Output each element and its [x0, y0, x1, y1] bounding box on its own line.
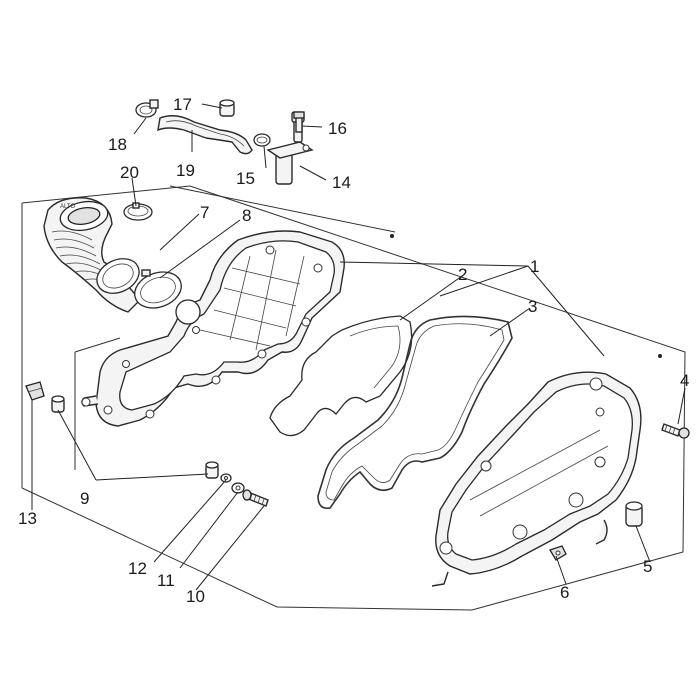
clamp-18: [135, 99, 159, 118]
cap-17: [219, 99, 235, 117]
hose-clamp-20: [123, 202, 153, 221]
grommet-9-lower: [205, 461, 219, 479]
screw-6: [549, 545, 567, 561]
intake-duct: ALTO: [43, 197, 141, 313]
label-12: 12: [128, 559, 147, 578]
assembly-frame: [21, 185, 686, 611]
label-6: 6: [560, 583, 569, 602]
clamp-15: [253, 133, 271, 147]
filter-cover: [431, 371, 642, 587]
hose-19: [157, 115, 253, 155]
filter-element-2: [269, 315, 413, 437]
label-20: 20: [120, 163, 139, 182]
leader-lines: [31, 103, 686, 591]
clip-13: [25, 381, 45, 401]
clamp-ring-8: [134, 269, 182, 309]
reference-dot: [390, 234, 394, 238]
gasket-3: [317, 315, 513, 510]
label-11: 11: [157, 571, 175, 590]
screw-4: [661, 423, 690, 439]
part-labels: 1 2 3 4 5 6 7 8 9 10 11 12 13 14 15 16 1…: [18, 95, 689, 606]
label-19: 19: [176, 161, 195, 180]
valve-14: [266, 111, 314, 185]
label-3: 3: [528, 297, 537, 316]
drain-fitting-5: [625, 501, 643, 527]
label-14: 14: [332, 173, 351, 192]
grommet-9-upper: [51, 395, 65, 413]
label-7: 7: [200, 203, 209, 222]
label-17: 17: [173, 95, 192, 114]
label-8: 8: [242, 206, 251, 225]
label-13: 13: [18, 509, 37, 528]
label-4: 4: [680, 371, 689, 390]
washer-11: [231, 482, 245, 494]
reference-dot: [658, 354, 662, 358]
screw-16: [293, 111, 305, 133]
label-5: 5: [643, 557, 652, 576]
label-18: 18: [108, 135, 127, 154]
label-16: 16: [328, 119, 347, 138]
label-10: 10: [186, 587, 205, 606]
washer-12: [220, 473, 232, 483]
label-15: 15: [236, 169, 255, 188]
label-2: 2: [458, 265, 467, 284]
label-9: 9: [80, 489, 89, 508]
duct-marking: ALTO: [60, 204, 75, 210]
label-1: 1: [530, 257, 539, 276]
screw-10: [242, 489, 269, 507]
